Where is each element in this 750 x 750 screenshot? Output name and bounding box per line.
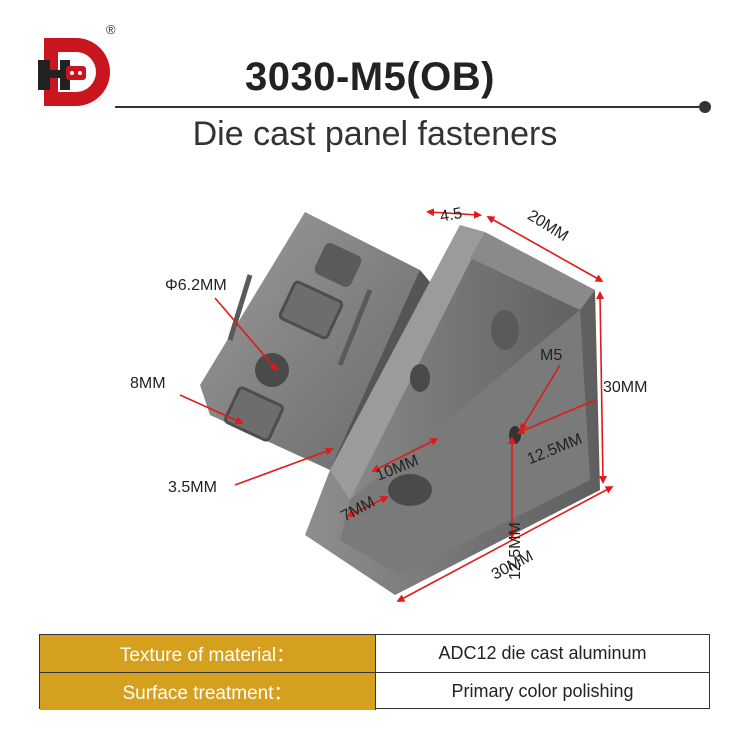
- title-divider-dot: [699, 101, 711, 113]
- spec-row-material: Texture of material： ADC12 die cast alum…: [40, 635, 709, 672]
- dim-thread-offset-vertical: 12.5MM: [507, 522, 524, 580]
- dimension-lines: [179, 208, 614, 602]
- registered-mark: ®: [106, 22, 116, 37]
- dim-rib-thickness: 4.5: [439, 205, 464, 226]
- dim-hole-diameter: Φ6.2MM: [165, 277, 227, 294]
- product-illustration: Φ6.2MM 8MM 3.5MM 4.5 20MM 30MM M5 12.5MM…: [130, 205, 647, 602]
- dim-base-thickness: 3.5MM: [168, 479, 217, 496]
- dim-rib-length: 20MM: [524, 207, 571, 245]
- dim-height: 30MM: [603, 379, 647, 396]
- dim-thread: M5: [540, 347, 562, 364]
- spec-value-surface: Primary color polishing: [451, 681, 634, 701]
- spec-table: Texture of material： ADC12 die cast alum…: [39, 634, 710, 710]
- spec-label-surface: Surface treatment：: [40, 673, 376, 710]
- page-title: 3030-M5(OB): [244, 55, 495, 99]
- page-subtitle: Die cast panel fasteners: [192, 115, 558, 153]
- spec-label-material: Texture of material：: [40, 635, 376, 672]
- spec-row-surface: Surface treatment： Primary color polishi…: [40, 672, 709, 710]
- spec-value-material: ADC12 die cast aluminum: [438, 643, 647, 663]
- title-divider: [115, 106, 705, 108]
- brand-logo: [38, 38, 110, 106]
- dim-slot-width: 8MM: [130, 375, 166, 392]
